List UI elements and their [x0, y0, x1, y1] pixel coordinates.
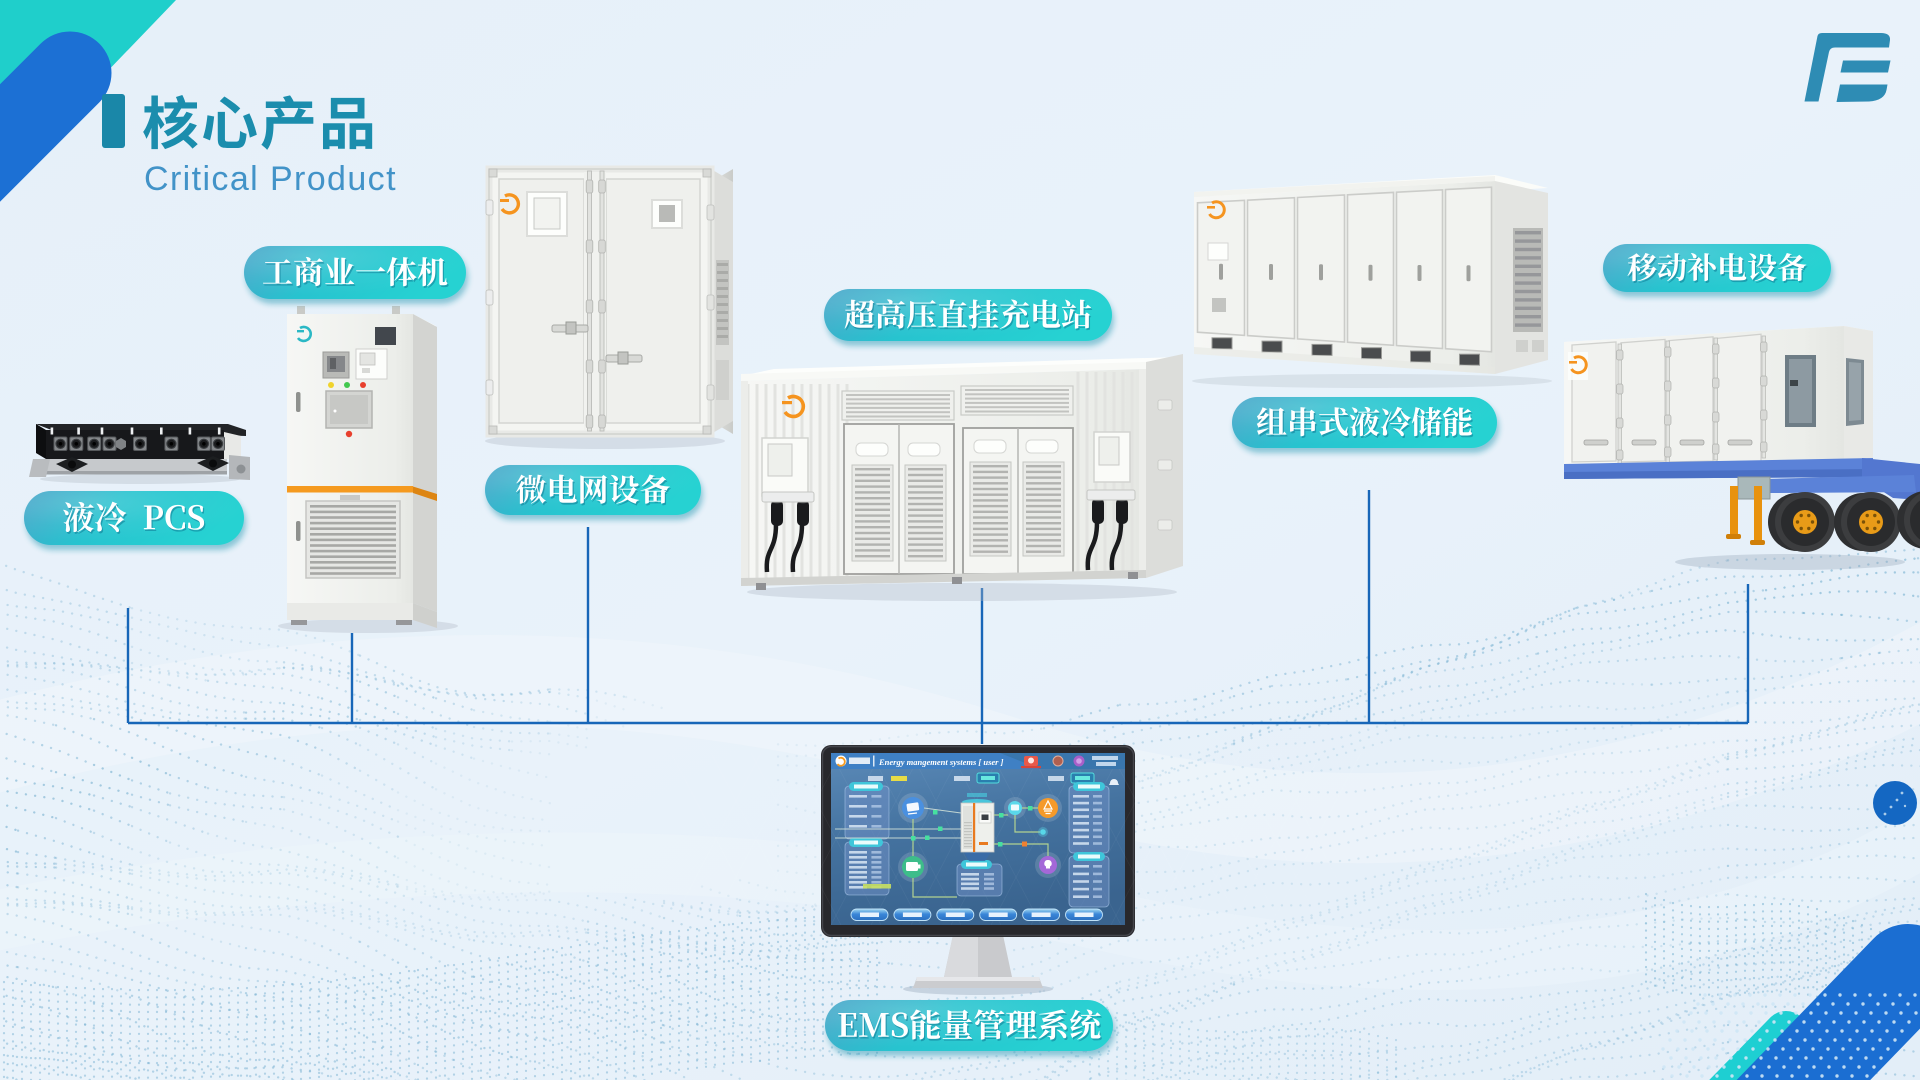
- svg-text:Critical Product: Critical Product: [144, 160, 397, 198]
- svg-text:Energy mangement systems [ use: Energy mangement systems [ user ]: [878, 757, 1004, 767]
